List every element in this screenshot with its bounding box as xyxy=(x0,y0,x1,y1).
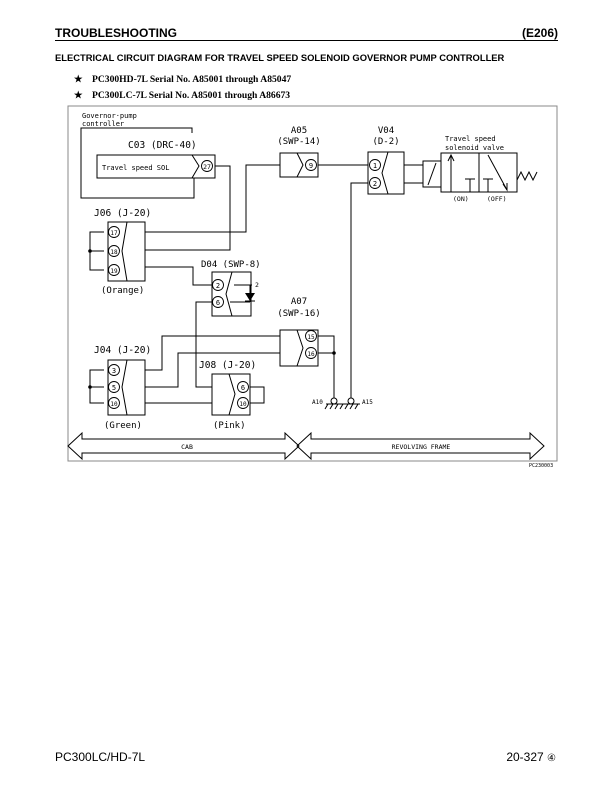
applicability-item: ★PC300LC-7L Serial No. A85001 through A8… xyxy=(74,88,291,104)
footer-model: PC300LC/HD-7L xyxy=(55,750,146,764)
svg-text:2: 2 xyxy=(216,282,220,290)
wire xyxy=(350,182,368,398)
section-title: TROUBLESHOOTING xyxy=(55,26,177,40)
controller-label: Governor·pump xyxy=(82,112,137,120)
j06-label: J06 (J-20) xyxy=(94,208,151,219)
a07-label: A07 xyxy=(291,297,307,307)
pin-circle xyxy=(108,245,120,257)
pin-circle xyxy=(212,296,224,308)
svg-text:3: 3 xyxy=(112,367,116,375)
svg-text:2: 2 xyxy=(373,180,377,188)
pin-circle xyxy=(212,279,224,291)
svg-text:6: 6 xyxy=(241,384,245,392)
revolving-frame-zone-arrow xyxy=(296,431,545,461)
svg-text:2: 2 xyxy=(255,281,259,289)
svg-text:17: 17 xyxy=(110,230,118,237)
footer-page: 20-327 ④ xyxy=(506,750,556,764)
svg-text:19: 19 xyxy=(110,268,118,275)
svg-text:(SWP-16): (SWP-16) xyxy=(277,309,320,319)
star-icon: ★ xyxy=(74,74,83,85)
j04-color: (Green) xyxy=(104,421,142,431)
pin-circle xyxy=(369,177,381,189)
d04-label: D04 (SWP-8) xyxy=(201,260,261,270)
j08-label: J08 (J-20) xyxy=(199,360,256,371)
svg-text:18: 18 xyxy=(110,249,118,256)
svg-text:solenoid valve: solenoid valve xyxy=(445,144,504,152)
svg-text:6: 6 xyxy=(216,299,220,307)
wire xyxy=(195,301,212,388)
revision-mark: ④ xyxy=(547,753,556,764)
pin-circle xyxy=(108,264,120,276)
c03-label: C03 (DRC-40) xyxy=(128,140,197,151)
pin-circle xyxy=(108,226,120,238)
v04-connector xyxy=(367,151,405,195)
diagram-title: ELECTRICAL CIRCUIT DIAGRAM FOR TRAVEL SP… xyxy=(55,52,505,63)
svg-text:(ON): (ON) xyxy=(453,195,469,203)
wire xyxy=(318,335,335,398)
j08-connector xyxy=(211,373,251,416)
pin-circle xyxy=(108,364,120,376)
spring-icon xyxy=(516,170,538,182)
j04-label: J04 (J-20) xyxy=(94,345,151,356)
diode-icon xyxy=(245,293,255,301)
pin-circle xyxy=(237,397,249,409)
v04-label: V04 xyxy=(378,126,394,136)
pin-circle xyxy=(305,330,317,342)
pin-circle xyxy=(305,347,317,359)
junction-dot xyxy=(332,351,336,355)
pin-circle xyxy=(201,160,213,172)
figure-id: PC230003 xyxy=(529,463,553,469)
svg-text:1: 1 xyxy=(373,162,377,170)
page-header: TROUBLESHOOTING (E206) xyxy=(55,26,558,41)
svg-text:16: 16 xyxy=(307,351,315,358)
star-icon: ★ xyxy=(74,90,83,101)
pin-circle xyxy=(305,159,317,171)
zone-label-revolving-frame: REVOLVING FRAME xyxy=(392,443,451,451)
wire xyxy=(145,165,231,251)
svg-text:(SWP-14): (SWP-14) xyxy=(277,137,320,147)
valve-label: Travel speed xyxy=(445,135,496,143)
pin-circle xyxy=(108,397,120,409)
ground-label: A15 xyxy=(362,399,373,406)
controller-label: controller xyxy=(82,120,124,128)
figure-frame xyxy=(67,105,558,462)
d04-connector xyxy=(211,271,252,317)
c03-inner-label: Travel speed SOL xyxy=(102,164,169,172)
svg-text:9: 9 xyxy=(309,162,313,170)
error-code: (E206) xyxy=(521,26,558,40)
ground-label: A10 xyxy=(312,399,323,406)
wire xyxy=(145,335,280,371)
pin-circle xyxy=(108,381,120,393)
ground-hatch xyxy=(324,403,359,410)
pin-circle xyxy=(237,381,249,393)
cab-zone-arrow xyxy=(67,431,300,461)
controller-box xyxy=(80,127,195,199)
a05-label: A05 xyxy=(291,126,307,136)
applicability-list: ★PC300HD-7L Serial No. A85001 through A8… xyxy=(74,72,291,104)
a07-connector xyxy=(279,329,319,367)
svg-text:10: 10 xyxy=(239,401,247,408)
ground-terminal-a10 xyxy=(330,397,338,405)
wire xyxy=(145,164,280,233)
j06-color: (Orange) xyxy=(101,286,144,296)
svg-text:(OFF): (OFF) xyxy=(487,195,507,203)
svg-text:15: 15 xyxy=(307,334,315,341)
junction-dot xyxy=(88,249,92,253)
svg-text:(D-2): (D-2) xyxy=(372,137,399,147)
svg-text:5: 5 xyxy=(112,384,116,392)
wire xyxy=(145,266,212,286)
junction-dot xyxy=(88,385,92,389)
ground-terminal-a15 xyxy=(347,397,355,405)
wire xyxy=(145,352,280,388)
svg-text:10: 10 xyxy=(110,401,118,408)
j08-color: (Pink) xyxy=(213,421,246,431)
applicability-item: ★PC300HD-7L Serial No. A85001 through A8… xyxy=(74,72,291,88)
zone-label-cab: CAB xyxy=(181,443,193,451)
svg-text:27: 27 xyxy=(203,163,211,171)
page-number: 20-327 xyxy=(506,750,544,764)
pin-circle xyxy=(369,159,381,171)
